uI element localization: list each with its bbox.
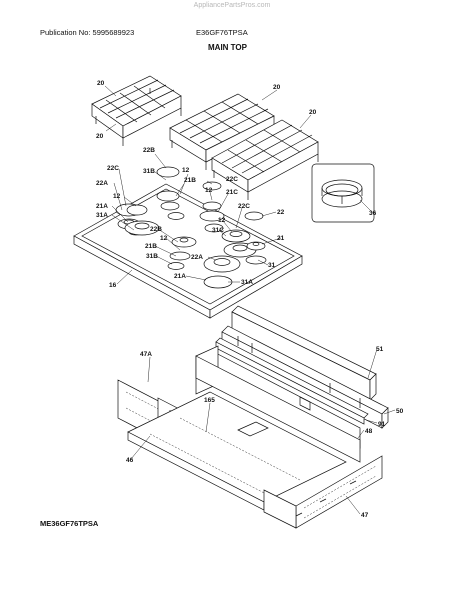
callout-22c-right: 22C xyxy=(238,203,250,210)
callout-50: 50 xyxy=(396,408,404,415)
watermark-text: AppliancePartsPros.com xyxy=(193,2,271,9)
chassis-front-panel-47[interactable] xyxy=(263,455,383,529)
cooktop-panel[interactable] xyxy=(73,183,303,319)
callout-46: 46 xyxy=(126,457,134,464)
burner-center-front[interactable] xyxy=(167,236,197,270)
backguard-panel-91[interactable] xyxy=(215,337,369,425)
publication-number: Publication No: 5995689923 xyxy=(40,28,135,37)
callout-21b-low: 21B xyxy=(145,243,157,250)
callout-31b-low: 31B xyxy=(146,253,158,260)
burner-right-rear[interactable] xyxy=(244,211,267,265)
center-grate[interactable] xyxy=(169,93,275,170)
backguard-panel-51[interactable] xyxy=(231,305,377,401)
callout-leaders xyxy=(104,85,396,515)
callout-91: 91 xyxy=(378,421,386,428)
burner-center-rear[interactable] xyxy=(199,181,225,233)
callout-20-grate-left-top: 20 xyxy=(97,80,105,87)
callout-22c-left: 22C xyxy=(107,165,119,172)
section-title: MAIN TOP xyxy=(208,43,247,52)
burner-left-rear[interactable] xyxy=(156,166,185,220)
right-grate[interactable] xyxy=(211,119,319,200)
burner-center-main[interactable] xyxy=(221,229,257,258)
callout-21-right: 21 xyxy=(277,235,285,242)
callout-21b-top: 21B xyxy=(184,177,196,184)
left-grate[interactable] xyxy=(91,75,182,146)
callout-47a: 47A xyxy=(140,351,152,358)
chassis-rear-panel[interactable] xyxy=(195,345,361,463)
callout-165: 165 xyxy=(204,397,215,404)
callout-47: 47 xyxy=(361,512,369,519)
callout-51: 51 xyxy=(376,346,384,353)
callout-31-right: 31 xyxy=(268,262,276,269)
callout-12-a: 12 xyxy=(182,167,190,174)
callout-21a-low: 21A xyxy=(174,273,186,280)
callout-22c-mid: 22C xyxy=(226,176,238,183)
callout-31a-left: 31A xyxy=(96,212,108,219)
burner-left-main[interactable] xyxy=(124,204,160,236)
callout-20-grate-left-bottom: 20 xyxy=(96,133,104,140)
callout-12-b: 12 xyxy=(205,187,213,194)
callout-21a-left: 21A xyxy=(96,203,108,210)
callout-20-grate-right: 20 xyxy=(309,109,317,116)
callout-48: 48 xyxy=(365,428,373,435)
callout-12-left: 12 xyxy=(113,193,121,200)
model-number: E36GF76TPSA xyxy=(196,28,248,37)
callout-20-grate-mid: 20 xyxy=(273,84,281,91)
burner-right-front[interactable] xyxy=(203,255,241,289)
callout-12-d: 12 xyxy=(160,235,168,242)
callout-21c: 21C xyxy=(226,189,238,196)
callout-22-right: 22 xyxy=(277,209,285,216)
diagram-code: ME36GF76TPSA xyxy=(40,519,99,528)
callout-12-c: 12 xyxy=(218,217,226,224)
callout-22a-low: 22A xyxy=(191,254,203,261)
callout-31a-low: 31A xyxy=(241,279,253,286)
callout-22b-top: 22B xyxy=(143,147,155,154)
wok-ring-box[interactable] xyxy=(311,163,375,223)
callout-22a-left: 22A xyxy=(96,180,108,187)
chassis-tray-46[interactable] xyxy=(127,391,347,511)
callout-22b-low: 22B xyxy=(150,226,162,233)
callout-31c: 31C xyxy=(212,227,224,234)
callout-36-wok-ring: 36 xyxy=(369,210,377,217)
callout-31b-top: 31B xyxy=(143,168,155,175)
callout-16-cooktop: 16 xyxy=(109,282,117,289)
